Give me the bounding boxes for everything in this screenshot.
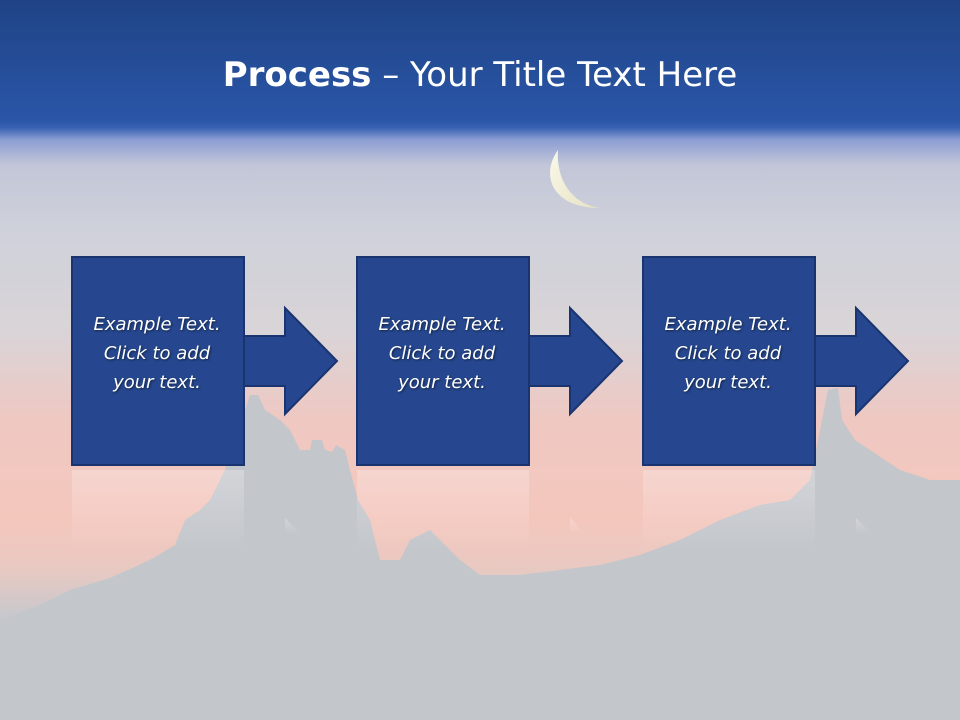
step-text-line: Click to add	[103, 343, 211, 364]
step-text[interactable]: Example Text. Click to add your text.	[71, 310, 243, 397]
step-text-line: your text.	[113, 372, 201, 393]
process-step-shape	[642, 256, 910, 466]
step-text-line: your text.	[684, 372, 772, 393]
step-text[interactable]: Example Text. Click to add your text.	[356, 310, 528, 397]
title-rest: – Your Title Text Here	[371, 55, 738, 95]
process-step-1[interactable]: Example Text. Click to add your text.	[71, 256, 355, 468]
step-text-line: Click to add	[388, 343, 496, 364]
title-bold: Process	[222, 55, 372, 95]
step-text-line: your text.	[398, 372, 486, 393]
page-title: Process – Your Title Text Here	[0, 52, 960, 98]
step-reflection	[643, 470, 872, 550]
step-reflection	[72, 470, 301, 550]
step-text-line: Click to add	[674, 343, 782, 364]
process-step-shape	[71, 256, 339, 466]
crescent-moon-icon	[550, 150, 600, 208]
process-step-2[interactable]: Example Text. Click to add your text.	[356, 256, 640, 468]
step-text[interactable]: Example Text. Click to add your text.	[642, 310, 814, 397]
process-step-shape	[356, 256, 624, 466]
step-text-line: Example Text.	[378, 314, 506, 335]
process-step-3[interactable]: Example Text. Click to add your text.	[642, 256, 926, 468]
step-reflection	[357, 470, 586, 550]
step-text-line: Example Text.	[93, 314, 221, 335]
step-text-line: Example Text.	[664, 314, 792, 335]
